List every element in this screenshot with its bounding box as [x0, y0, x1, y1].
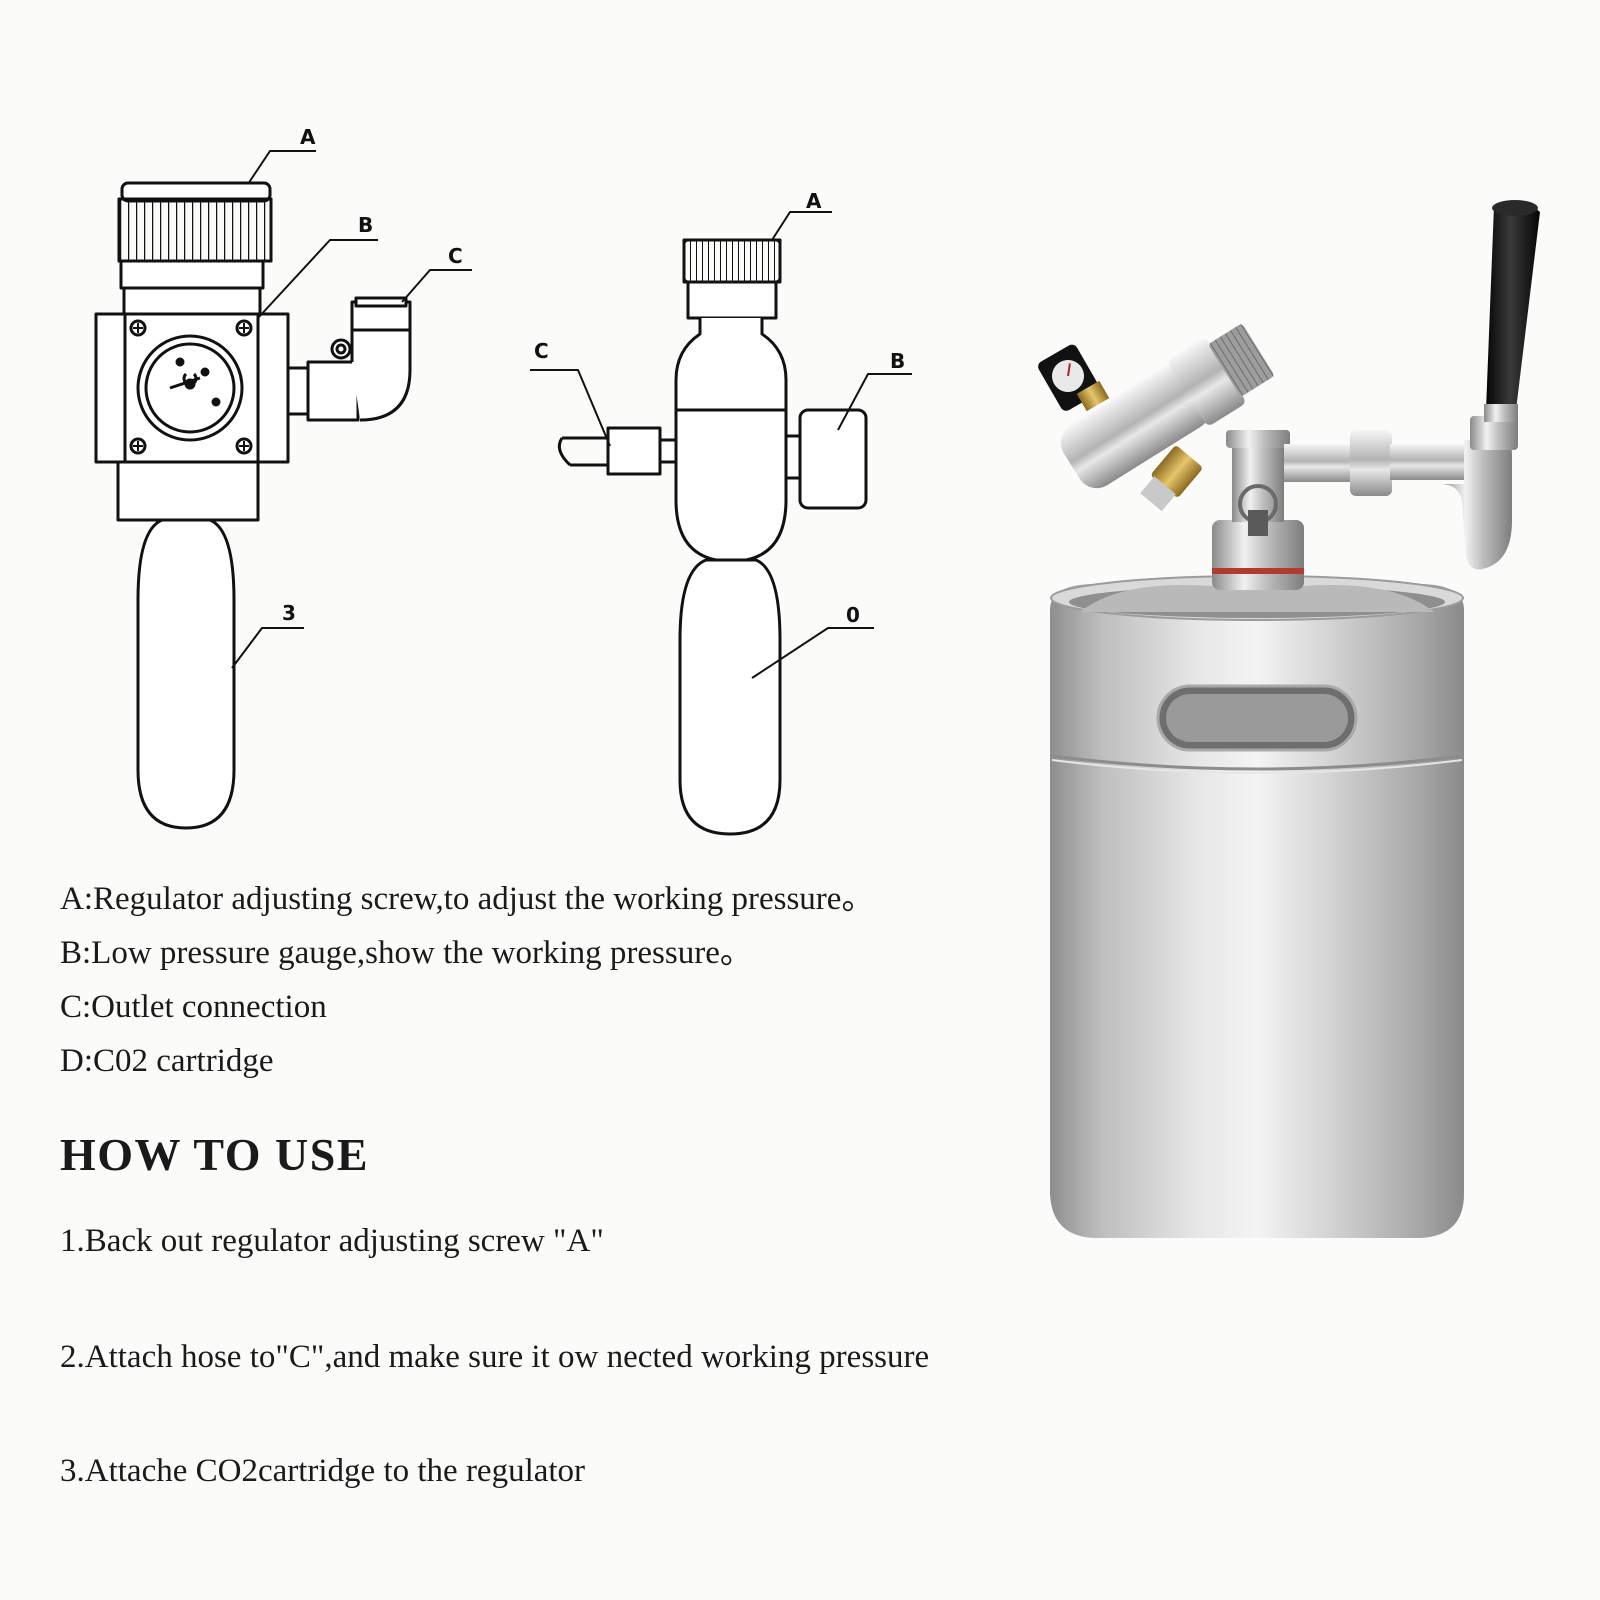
regulator-body-right: [674, 318, 788, 562]
callout-label-b-right: B: [890, 349, 905, 373]
callout-label-cartridge-left: 3: [282, 601, 296, 625]
outlet-connection-drawing: [286, 296, 412, 422]
keg-body: [1050, 575, 1464, 1238]
legend-item-c: C:Outlet connection: [60, 989, 327, 1025]
callout-label-a-left: A: [300, 125, 316, 149]
step-3: 3.Attache CO2cartridge to the regulator: [60, 1453, 586, 1489]
callout-label-c-right: C: [534, 339, 549, 363]
keg-spear-fitting: [1212, 430, 1304, 590]
how-to-use-heading: HOW TO USE: [60, 1129, 370, 1180]
pressure-gauge-drawing: [136, 334, 244, 442]
callout-label-a-right: A: [806, 189, 822, 213]
outlet-connection-drawing-right: [557, 426, 678, 476]
co2-cartridge-drawing: [136, 518, 236, 830]
tap-handle: [1486, 204, 1540, 413]
adjusting-screw-knob: [117, 181, 273, 290]
legend-item-b: B:Low pressure gauge,show the working pr…: [60, 935, 753, 971]
callout-label-cartridge-right: 0: [846, 603, 860, 627]
adjusting-screw-knob-right: [682, 238, 782, 320]
step-2: 2.Attach hose to"C",and make sure it ow …: [60, 1339, 930, 1375]
legend-item-d: D:C02 cartridge: [60, 1043, 274, 1079]
pressure-gauge-drawing-right: [784, 408, 868, 510]
step-1: 1.Back out regulator adjusting screw "A": [60, 1223, 604, 1259]
beer-tap-faucet: [1284, 200, 1540, 570]
co2-cartridge-drawing-right: [678, 558, 782, 836]
callout-label-b-left: B: [358, 213, 373, 237]
regulator-diagram-left: [94, 150, 472, 830]
legend-item-a: A:Regulator adjusting screw,to adjust th…: [60, 881, 875, 917]
mini-keg-product-image: [1038, 200, 1540, 1238]
callout-label-c-left: C: [448, 244, 463, 268]
regulator-diagram-right: [530, 211, 912, 836]
mounted-co2-regulator: [1038, 323, 1275, 512]
